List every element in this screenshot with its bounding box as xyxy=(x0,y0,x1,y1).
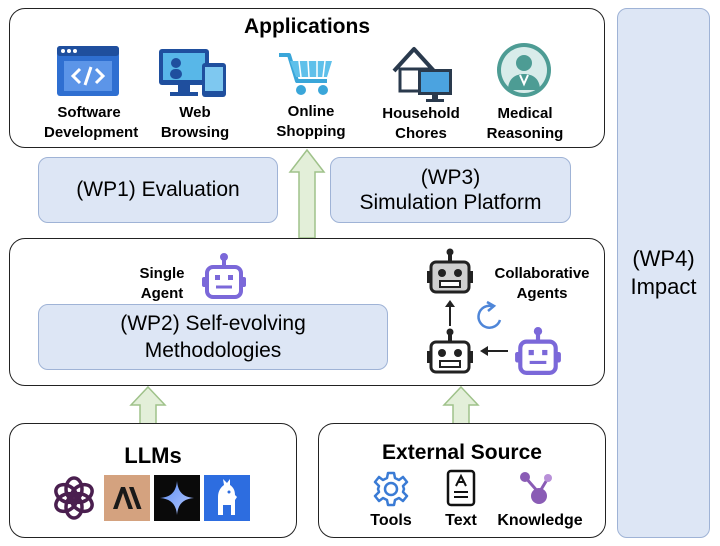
devices-icon xyxy=(159,49,226,97)
applications-title: Applications xyxy=(243,15,370,38)
text-label: Text xyxy=(445,512,477,529)
knowledge-label: Knowledge xyxy=(497,512,583,529)
arrow-between-robots xyxy=(445,300,455,326)
refresh-icon xyxy=(477,300,502,329)
wp3-line1: (WP3) xyxy=(420,166,481,189)
wp4-line1: (WP4) xyxy=(632,246,695,271)
doctor-icon xyxy=(497,43,551,97)
arrow-up-to-applications xyxy=(288,148,326,239)
wp3-simulation-box: (WP3) Simulation Platform xyxy=(330,157,571,223)
wp1-label: (WP1) Evaluation xyxy=(76,178,240,201)
robot-white-bottom-icon xyxy=(427,328,473,374)
code-window-icon xyxy=(57,46,119,96)
house-icon xyxy=(392,47,452,102)
wp2-line1: (WP2) Self-evolving xyxy=(120,312,306,335)
arrow-left-to-robot xyxy=(480,346,508,356)
arrow-up-from-external xyxy=(442,385,480,426)
robot-purple-icon xyxy=(202,253,246,299)
anthropic-logo-icon xyxy=(104,475,150,521)
wp4-line2: Impact xyxy=(630,274,697,299)
wp2-line2: Methodologies xyxy=(144,339,282,362)
document-icon xyxy=(446,469,476,507)
robot-grey-top-icon xyxy=(427,248,473,294)
shopping-cart-icon xyxy=(279,53,332,95)
wp2-methodologies-box: (WP2) Self-evolving Methodologies xyxy=(38,304,388,370)
tools-label: Tools xyxy=(370,512,412,529)
llama-logo-icon xyxy=(204,475,250,521)
external-source-title: External Source xyxy=(382,441,542,464)
gemini-logo-icon xyxy=(154,475,200,521)
wp3-line2: Simulation Platform xyxy=(359,191,542,214)
arrow-up-from-llms xyxy=(129,385,167,426)
graph-icon xyxy=(520,472,552,504)
gear-icon xyxy=(373,471,409,507)
wp1-evaluation-box: (WP1) Evaluation xyxy=(38,157,278,223)
wp4-impact-panel: (WP4) Impact xyxy=(617,8,710,538)
openai-logo-icon xyxy=(54,476,94,520)
llms-title: LLMs xyxy=(124,443,182,468)
robot-purple-right-icon xyxy=(515,327,561,375)
